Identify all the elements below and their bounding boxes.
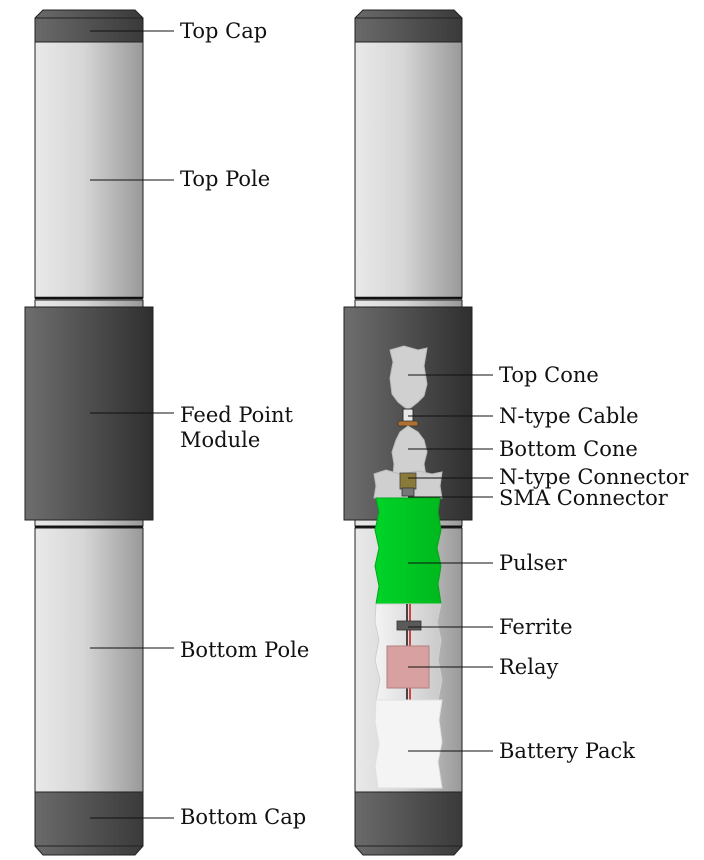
ferrite bbox=[396, 620, 422, 631]
label-top-cone: Top Cone bbox=[499, 363, 599, 387]
n-type-connector bbox=[399, 472, 417, 490]
label-bottom-cone: Bottom Cone bbox=[499, 437, 638, 461]
label-ferrite: Ferrite bbox=[499, 615, 573, 639]
right-antenna bbox=[343, 9, 473, 856]
label-top-cap: Top Cap bbox=[180, 19, 267, 43]
label-feed-point-line1: Feed Point bbox=[180, 403, 294, 427]
battery-pack bbox=[374, 699, 443, 789]
label-bottom-cap: Bottom Cap bbox=[180, 805, 306, 829]
top-cone bbox=[389, 345, 428, 411]
label-pulser: Pulser bbox=[499, 551, 568, 575]
left-antenna bbox=[24, 9, 154, 856]
right-top-pole bbox=[354, 41, 463, 299]
left-top-cap bbox=[34, 9, 144, 43]
label-n-type-cable: N-type Cable bbox=[499, 404, 639, 428]
label-relay: Relay bbox=[499, 655, 558, 679]
left-top-pole bbox=[34, 41, 144, 299]
label-n-type-connector: N-type Connector bbox=[499, 465, 689, 489]
sma-connector bbox=[401, 487, 415, 497]
label-bottom-pole: Bottom Pole bbox=[180, 638, 309, 662]
right-top-cap bbox=[354, 9, 463, 43]
label-battery-pack: Battery Pack bbox=[499, 739, 635, 763]
label-top-pole: Top Pole bbox=[180, 167, 270, 191]
left-bottom-pole bbox=[34, 527, 144, 793]
pulser bbox=[374, 497, 442, 605]
label-feed-point-line2: Module bbox=[180, 428, 260, 452]
label-sma-connector: SMA Connector bbox=[499, 486, 669, 510]
